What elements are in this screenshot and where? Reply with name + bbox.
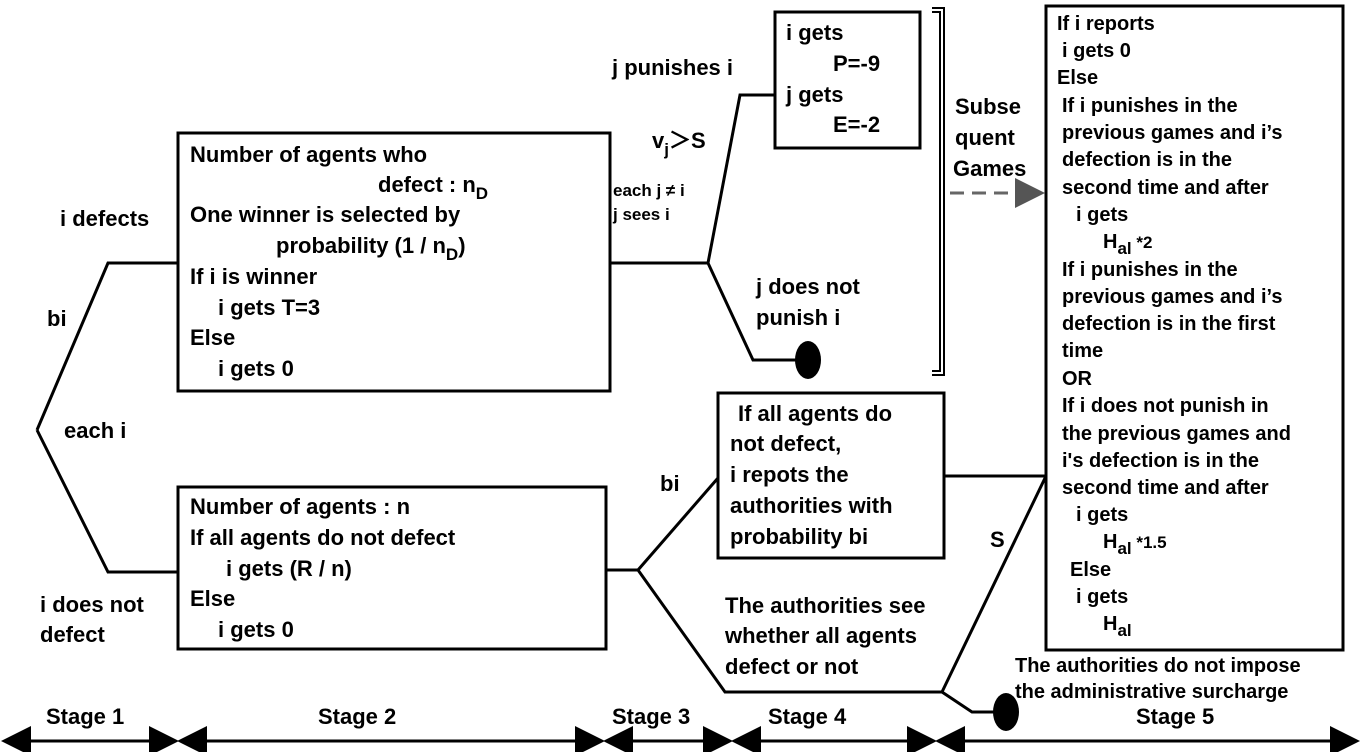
svg-text:If i is winner: If i is winner	[190, 264, 318, 289]
stage-label-5: Stage 5	[1136, 704, 1214, 729]
svg-text:Else: Else	[190, 586, 235, 611]
svg-text:defection is in the: defection is in the	[1062, 149, 1232, 171]
label-bi-top: bi	[47, 306, 67, 331]
stage-label-2: Stage 2	[318, 704, 396, 729]
svg-text:probability (1 / nD): probability (1 / nD)	[276, 233, 466, 264]
svg-text:i gets 0: i gets 0	[218, 356, 294, 381]
label-auth-see-3: defect or not	[725, 654, 859, 679]
svg-text:E=-2: E=-2	[833, 112, 880, 137]
svg-text:probability bi: probability bi	[730, 524, 868, 549]
label-each-i: each i	[64, 418, 126, 443]
label-j-punishes-i: j punishes i	[611, 55, 733, 80]
label-j-does-not: j does not	[755, 274, 861, 299]
svg-text:second time and after: second time and after	[1062, 177, 1269, 199]
branch-defect	[35, 261, 178, 431]
svg-text:One winner is selected by: One winner is selected by	[190, 202, 461, 227]
label-j-sees-i: j sees i	[612, 205, 670, 224]
terminal-node-bottom	[993, 693, 1019, 731]
stage-label-3: Stage 3	[612, 704, 690, 729]
terminal-node-top	[795, 341, 821, 379]
svg-text:If i reports: If i reports	[1057, 13, 1155, 35]
svg-text:Else: Else	[1070, 559, 1111, 581]
svg-text:defect : nD: defect : nD	[378, 172, 488, 203]
stage-label-1: Stage 1	[46, 704, 124, 729]
svg-text:i gets: i gets	[786, 20, 843, 45]
label-auth-see-1: The authorities see	[725, 593, 926, 618]
stage-axis: Stage 1 Stage 2 Stage 3 Stage 4 Stage 5	[1, 704, 1360, 752]
stage-label-4: Stage 4	[768, 704, 847, 729]
svg-text:i gets: i gets	[1076, 586, 1128, 608]
svg-text:If i does not punish in: If i does not punish in	[1062, 395, 1269, 417]
label-vj: vj＞S	[652, 128, 706, 159]
svg-text:OR: OR	[1062, 368, 1093, 390]
svg-text:i gets (R / n): i gets (R / n)	[226, 556, 352, 581]
branch-report	[636, 477, 720, 571]
svg-text:Hal: Hal	[1103, 613, 1132, 640]
svg-text:i gets T=3: i gets T=3	[218, 295, 320, 320]
svg-text:i's defection is in the: i's defection is in the	[1062, 450, 1259, 472]
branch-s	[940, 475, 1048, 693]
box-report	[716, 391, 946, 560]
box-defect-text: Number of agents who defect : nD One win…	[190, 142, 488, 381]
svg-text:not defect,: not defect,	[730, 431, 841, 456]
svg-text:time: time	[1062, 340, 1103, 362]
label-auth-see-2: whether all agents	[724, 623, 917, 648]
svg-text:If i punishes in the: If i punishes in the	[1062, 95, 1238, 117]
box-defect	[176, 131, 612, 393]
svg-text:j gets: j gets	[785, 82, 843, 107]
box-punish	[773, 10, 922, 150]
label-punish-i: punish i	[756, 305, 840, 330]
label-subsequent-2: quent	[955, 125, 1016, 150]
svg-text:the previous games and: the previous games and	[1062, 423, 1291, 445]
svg-text:previous games and i’s: previous games and i’s	[1062, 286, 1282, 308]
svg-text:Number of agents : n: Number of agents : n	[190, 494, 410, 519]
label-no-surcharge-1: The authorities do not impose	[1015, 655, 1301, 677]
label-i-defects: i defects	[60, 206, 149, 231]
brace	[932, 7, 945, 376]
box-report-text: If all agents do not defect, i repots th…	[730, 401, 893, 549]
label-i-does-not: i does not	[40, 592, 145, 617]
label-each-j: each j ≠ i	[613, 181, 685, 200]
branch-authorities	[636, 569, 942, 694]
box-stage5	[1044, 4, 1345, 652]
branch-no-surcharge	[941, 690, 1000, 714]
svg-text:Else: Else	[190, 325, 235, 350]
svg-text:second time and after: second time and after	[1062, 477, 1269, 499]
label-defect: defect	[40, 622, 105, 647]
tree-branches	[35, 93, 1048, 714]
svg-text:authorities with: authorities with	[730, 493, 893, 518]
svg-text:Number of agents who: Number of agents who	[190, 142, 427, 167]
branch-not-defect	[35, 429, 178, 574]
label-subsequent-3: Games	[953, 156, 1026, 181]
svg-text:previous games and i’s: previous games and i’s	[1062, 122, 1282, 144]
svg-text:If all agents do not defect: If all agents do not defect	[190, 525, 456, 550]
label-subsequent-1: Subse	[955, 94, 1021, 119]
svg-text:i gets: i gets	[1076, 504, 1128, 526]
svg-text:If i punishes in the: If i punishes in the	[1062, 259, 1238, 281]
svg-text:i gets 0: i gets 0	[1062, 40, 1131, 62]
svg-text:Hal *2: Hal *2	[1103, 231, 1152, 258]
label-s: S	[990, 527, 1005, 552]
svg-text:i repots the: i repots the	[730, 462, 849, 487]
svg-text:i gets 0: i gets 0	[218, 617, 294, 642]
svg-text:Hal *1.5: Hal *1.5	[1103, 531, 1167, 558]
svg-text:Else: Else	[1057, 67, 1098, 89]
box-stage5-text: If i reports i gets 0 Else If i punishes…	[1057, 13, 1291, 640]
branch-j-not-punish	[706, 262, 800, 362]
box-punish-text: i gets P=-9 j gets E=-2	[785, 20, 880, 137]
svg-text:P=-9: P=-9	[833, 51, 880, 76]
label-bi-mid: bi	[660, 471, 680, 496]
box-cooperate-text: Number of agents : n If all agents do no…	[190, 494, 456, 642]
svg-text:If all agents do: If all agents do	[738, 401, 892, 426]
svg-text:i gets: i gets	[1076, 204, 1128, 226]
branch-j-punishes	[706, 93, 775, 264]
box-cooperate	[176, 485, 608, 651]
svg-text:defection is in the first: defection is in the first	[1062, 313, 1276, 335]
label-no-surcharge-2: the administrative surcharge	[1015, 681, 1288, 703]
